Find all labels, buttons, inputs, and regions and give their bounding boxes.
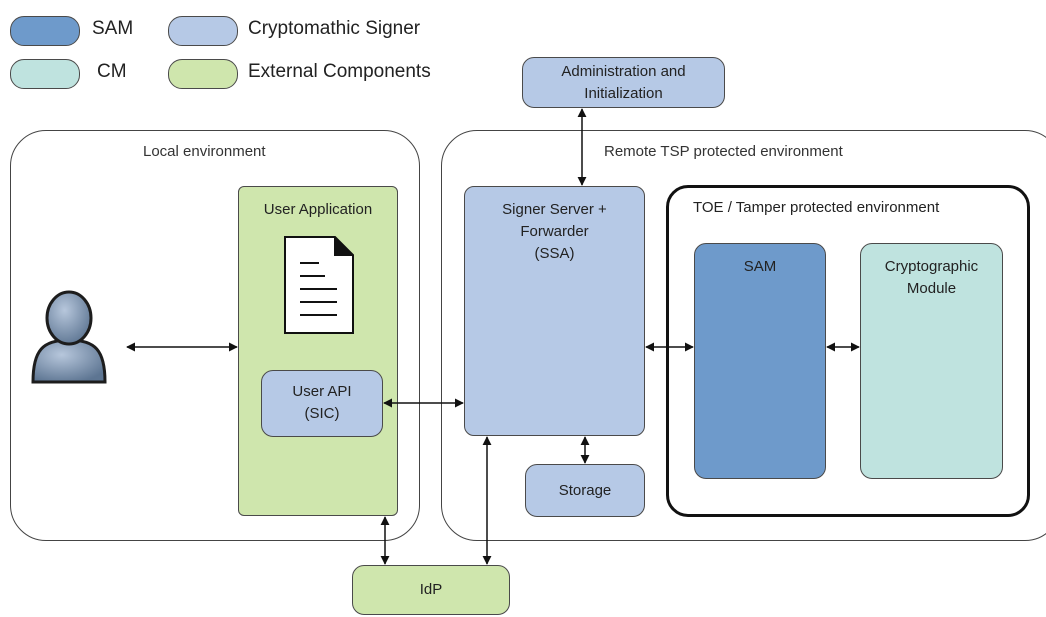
signer-server-label-line1: Signer Server + — [502, 201, 607, 218]
user-api-label-line1: User API — [292, 383, 352, 400]
storage-node: Storage — [525, 464, 645, 517]
legend-label-cm: CM — [97, 61, 127, 82]
idp-node: IdP — [352, 565, 510, 615]
sam-node: SAM — [694, 243, 826, 479]
user-api-node: User API (SIC) — [261, 370, 383, 437]
legend-label-signer: Cryptomathic Signer — [248, 18, 421, 39]
cryptographic-module-node: Cryptographic Module — [860, 243, 1003, 479]
administration-label-line1: Administration and — [561, 63, 686, 80]
user-silhouette-icon — [31, 290, 107, 384]
signer-server-label-line2: Forwarder — [520, 223, 589, 240]
administration-label-line2: Initialization — [584, 85, 663, 102]
user-api-label-line2: (SIC) — [304, 405, 340, 422]
remote-environment-label: Remote TSP protected environment — [604, 143, 843, 160]
cryptographic-module-label-line1: Cryptographic — [884, 258, 979, 275]
legend-swatch-signer — [168, 16, 238, 46]
document-icon — [284, 236, 354, 334]
legend-swatch-sam — [10, 16, 80, 46]
cryptographic-module-label-line2: Module — [906, 280, 957, 297]
idp-label: IdP — [419, 581, 443, 598]
storage-label: Storage — [558, 482, 612, 499]
local-environment-label: Local environment — [143, 143, 266, 160]
signer-server-node: Signer Server + Forwarder (SSA) — [464, 186, 645, 436]
sam-label: SAM — [743, 258, 777, 275]
legend-swatch-cm — [10, 59, 80, 89]
legend-swatch-external — [168, 59, 238, 89]
legend-label-external: External Components — [248, 61, 431, 82]
signer-server-label-line3: (SSA) — [534, 245, 575, 262]
administration-node: Administration and Initialization — [522, 57, 725, 108]
toe-environment-label: TOE / Tamper protected environment — [693, 199, 940, 216]
legend-label-sam: SAM — [92, 18, 134, 39]
user-application-label: User Application — [263, 201, 373, 218]
